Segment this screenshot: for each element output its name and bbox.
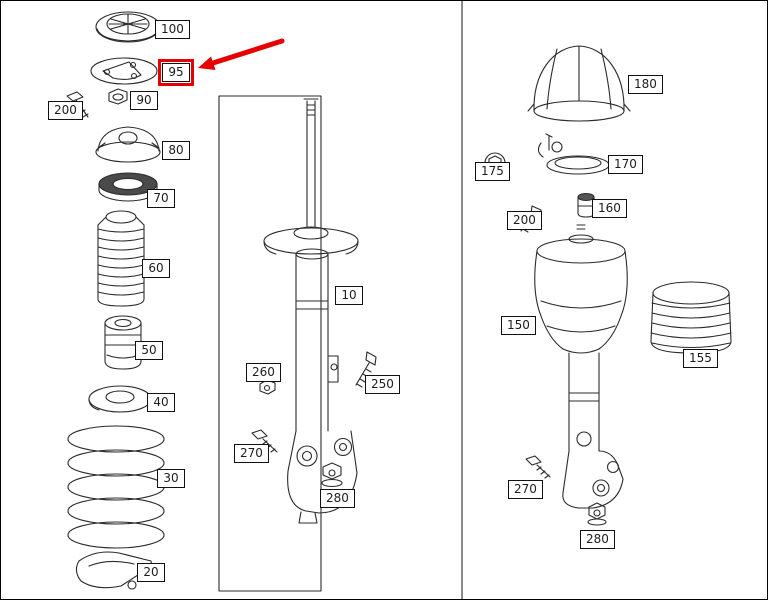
- part-170-drawing: [537, 133, 610, 175]
- part-label-270-left[interactable]: 270: [234, 444, 269, 463]
- part-label-200-right[interactable]: 200: [507, 211, 542, 230]
- part-100-drawing: [95, 11, 161, 43]
- part-label-175[interactable]: 175: [475, 162, 510, 181]
- part-10-drawing: [263, 98, 359, 524]
- highlight-annotation: [198, 38, 285, 70]
- highlight-arrow-head: [198, 56, 216, 70]
- part-label-260[interactable]: 260: [246, 363, 281, 382]
- part-label-180[interactable]: 180: [628, 75, 663, 94]
- part-50-drawing: [104, 315, 142, 370]
- part-label-160[interactable]: 160: [592, 199, 627, 218]
- part-label-50[interactable]: 50: [135, 341, 163, 360]
- part-155-drawing: [650, 281, 732, 354]
- part-label-150[interactable]: 150: [501, 316, 536, 335]
- part-150-drawing: [534, 224, 628, 509]
- part-label-200-left[interactable]: 200: [48, 101, 83, 120]
- part-250-drawing: [355, 351, 377, 388]
- highlight-arrow-shaft: [210, 38, 285, 66]
- part-label-170[interactable]: 170: [608, 155, 643, 174]
- part-label-60[interactable]: 60: [142, 259, 170, 278]
- part-label-30[interactable]: 30: [157, 469, 185, 488]
- part-label-100-left[interactable]: 100: [155, 20, 190, 39]
- part-160-drawing: [577, 192, 595, 218]
- part-80-drawing: [95, 126, 161, 163]
- part-280-left-drawing: [321, 462, 343, 488]
- part-label-270-right[interactable]: 270: [508, 480, 543, 499]
- part-label-90[interactable]: 90: [130, 91, 158, 110]
- strut-frame-box: [218, 95, 322, 592]
- part-label-10[interactable]: 10: [335, 286, 363, 305]
- part-label-155[interactable]: 155: [683, 349, 718, 368]
- part-40-drawing: [88, 385, 152, 413]
- part-180-drawing: [527, 45, 631, 122]
- part-270-right-drawing: [525, 455, 551, 479]
- part-label-20[interactable]: 20: [137, 563, 165, 582]
- part-90-drawing: [108, 88, 128, 105]
- part-label-95-highlighted[interactable]: 95: [158, 59, 194, 86]
- part-label-280-left[interactable]: 280: [320, 489, 355, 508]
- part-label-40[interactable]: 40: [147, 393, 175, 412]
- part-label-280-right[interactable]: 280: [580, 530, 615, 549]
- part-30-drawing: [67, 425, 165, 549]
- part-70-drawing: [98, 172, 158, 202]
- part-60-drawing: [97, 210, 145, 307]
- part-260-drawing: [259, 379, 276, 395]
- part-label-70[interactable]: 70: [147, 189, 175, 208]
- part-95-drawing: [90, 57, 158, 85]
- part-280-right-drawing: [587, 502, 607, 526]
- part-label-250[interactable]: 250: [365, 375, 400, 394]
- part-label-80[interactable]: 80: [162, 141, 190, 160]
